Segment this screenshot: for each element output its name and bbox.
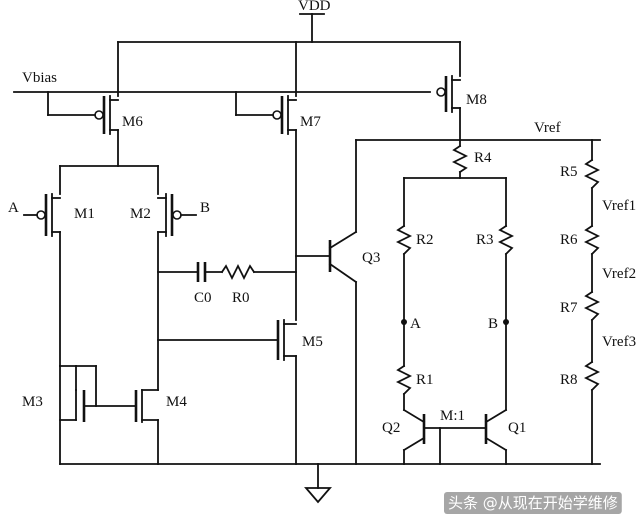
r7-label: R7: [560, 300, 578, 316]
transistor-m3: [59, 365, 97, 465]
node-a-label: A: [410, 316, 421, 332]
m7-label: M7: [300, 114, 321, 130]
m4-label: M4: [166, 394, 187, 410]
m2-label: M2: [130, 206, 151, 222]
resistor-r4: [403, 139, 507, 179]
m6-label: M6: [122, 114, 143, 130]
node-b-label: B: [488, 316, 498, 332]
transistor-m5: [157, 129, 297, 465]
r6-label: R6: [560, 232, 578, 248]
resistor-r1: [395, 364, 413, 411]
transistor-m7: [235, 41, 297, 135]
resistor-chain: [583, 139, 601, 465]
ground-rail: [59, 463, 601, 504]
m1-label: M1: [74, 206, 95, 222]
input-b-label: B: [200, 200, 210, 216]
compensation-network: [157, 262, 297, 282]
r3-label: R3: [476, 232, 494, 248]
transistor-q3: [295, 139, 601, 465]
transistor-m4: [83, 389, 159, 465]
watermark: 头条 @从现在开始学维修: [448, 494, 618, 512]
m5-label: M5: [302, 334, 323, 350]
vbias-label: Vbias: [22, 70, 57, 86]
q1-label: Q1: [508, 420, 526, 436]
input-a-label: A: [8, 200, 19, 216]
vref2-label: Vref2: [602, 266, 636, 282]
watermark-backing: [444, 492, 622, 514]
vref3-label: Vref3: [602, 334, 636, 350]
c0-label: C0: [194, 290, 212, 306]
resistor-r2: [395, 177, 413, 367]
ratio-label: M:1: [440, 408, 465, 424]
transistor-m2: [157, 193, 197, 391]
q3-label: Q3: [362, 250, 380, 266]
m3-label: M3: [22, 394, 43, 410]
transistor-q1: [484, 408, 508, 465]
m8-label: M8: [466, 92, 487, 108]
r8-label: R8: [560, 372, 578, 388]
r5-label: R5: [560, 164, 578, 180]
q2-label: Q2: [382, 420, 400, 436]
r0-label: R0: [232, 290, 250, 306]
r2-label: R2: [416, 232, 434, 248]
transistor-q2: [402, 408, 487, 465]
vdd-rail: [117, 13, 461, 43]
transistor-m1: [23, 193, 61, 367]
diff-pair-top: [59, 165, 159, 195]
r4-label: R4: [474, 150, 492, 166]
vref-label: Vref: [534, 120, 561, 136]
resistor-r3: [497, 177, 515, 411]
transistor-m8: [436, 41, 461, 141]
transistor-m6: [47, 41, 119, 167]
vdd-label: VDD: [298, 0, 331, 14]
vref1-label: Vref1: [602, 198, 636, 214]
r1-label: R1: [416, 372, 434, 388]
